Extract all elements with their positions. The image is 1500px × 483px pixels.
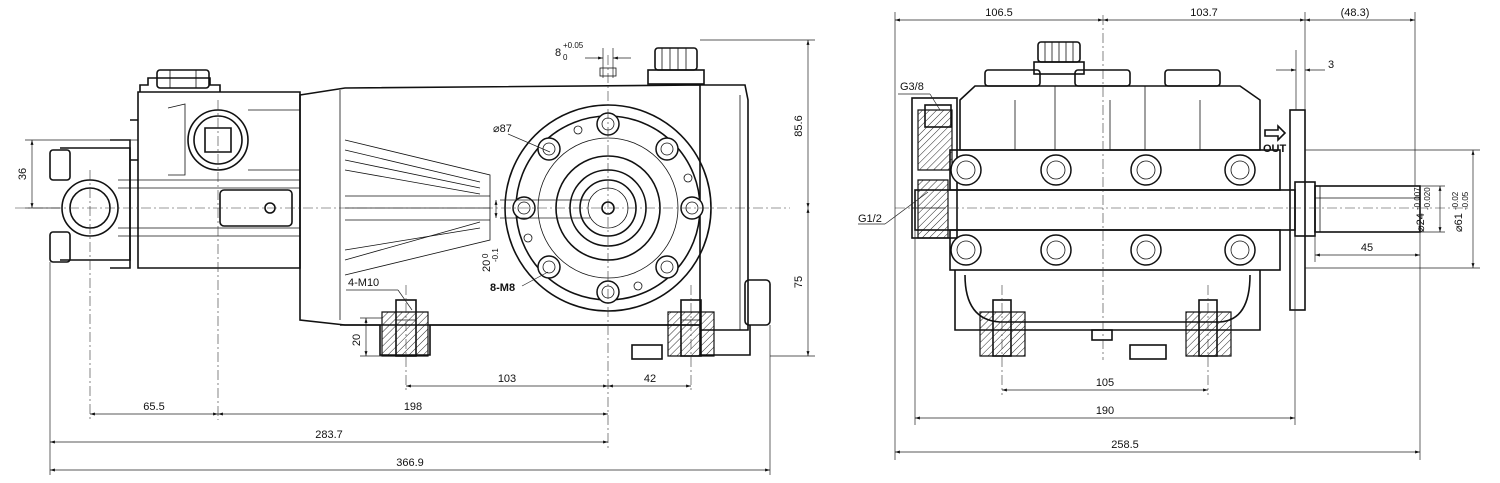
- dim-phi61: ⌀61: [1453, 213, 1465, 232]
- dim-366-9: 366.9: [396, 457, 424, 469]
- callout-4-m10: 4-M10: [348, 277, 379, 289]
- dim-phi24-upper-tol: -0.007: [1413, 187, 1422, 210]
- dim-45: 45: [1361, 242, 1373, 254]
- dim-36: 36: [17, 168, 29, 180]
- callout-g1-2: G1/2: [858, 213, 882, 225]
- pump-block: [911, 85, 1421, 331]
- callout-phi87: ⌀87: [493, 123, 512, 135]
- dim-3: 3: [1328, 59, 1334, 71]
- dim-key-8: 8: [555, 47, 561, 59]
- front-mounting-feet: [979, 299, 1232, 360]
- dim-198: 198: [404, 401, 422, 413]
- dim-106-5: 106.5: [985, 7, 1013, 19]
- dim-key-8-upper-tol: +0.05: [563, 41, 584, 50]
- dim-48-3: (48.3): [1341, 7, 1370, 19]
- callout-g3-8: G3/8: [900, 81, 924, 93]
- manifold-body: [49, 69, 301, 269]
- dim-20-foot: 20: [351, 334, 363, 346]
- dim-75: 75: [793, 276, 805, 288]
- dim-42: 42: [644, 373, 656, 385]
- block-bolts: [950, 154, 1256, 266]
- dim-103: 103: [498, 373, 516, 385]
- dim-103-7: 103.7: [1190, 7, 1218, 19]
- dim-phi24: ⌀24: [1415, 213, 1427, 232]
- dim-phi61-lower-tol: -0.05: [1461, 191, 1470, 210]
- dim-258-5: 258.5: [1111, 439, 1139, 451]
- dim-key-8-lower-tol: 0: [563, 53, 568, 62]
- front-view: 106.5 103.7 (48.3) 3 G3/8 G1/2 OUT ⌀24 -…: [858, 7, 1480, 460]
- dim-85-6: 85.6: [793, 115, 805, 136]
- dim-phi61-upper-tol: -0.02: [1451, 191, 1460, 210]
- dim-283-7: 283.7: [315, 429, 343, 441]
- label-out: OUT: [1263, 143, 1287, 155]
- cylinder-caps: [984, 41, 1221, 87]
- dim-20-upper-tol: 0: [481, 253, 490, 258]
- dim-65-5: 65.5: [143, 401, 164, 413]
- dim-105: 105: [1096, 377, 1114, 389]
- dim-phi24-lower-tol: -0.020: [1423, 187, 1432, 210]
- dim-190: 190: [1096, 405, 1114, 417]
- side-view: 36 85.6 75 8 +0.05 0 ⌀87 20 0 -0.1 8-M8 …: [15, 39, 815, 475]
- dim-20-tol: 20: [481, 260, 493, 272]
- dim-20-lower-tol: -0.1: [491, 248, 500, 262]
- callout-8-m8: 8-M8: [490, 282, 515, 294]
- mounting-feet: [340, 299, 751, 360]
